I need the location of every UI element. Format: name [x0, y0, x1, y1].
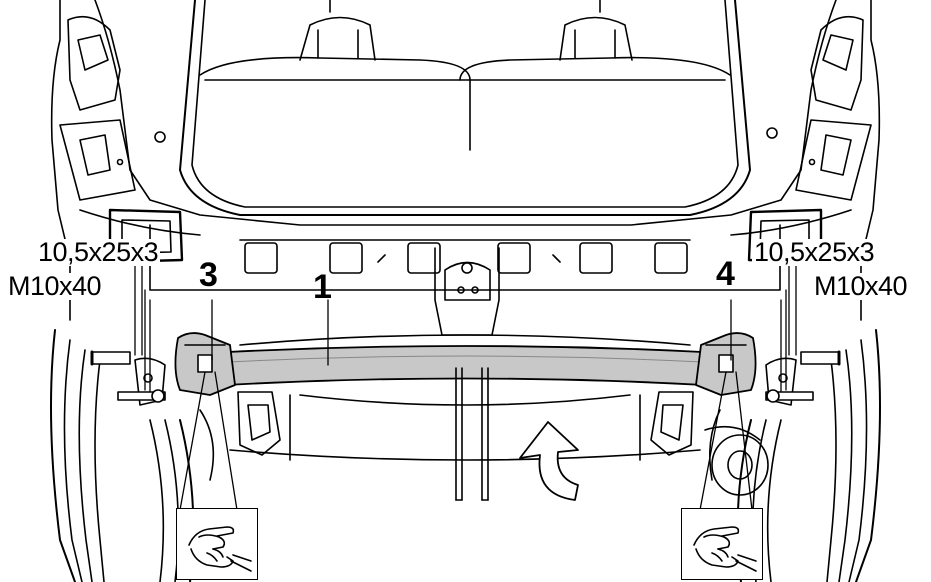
callout-part-3: 3	[199, 256, 218, 294]
leader-lines	[134, 264, 797, 511]
callout-part-4: 4	[716, 255, 735, 293]
rear-panel	[149, 224, 781, 336]
trunk-opening	[179, 0, 751, 216]
hand-tighten-icon	[693, 526, 757, 572]
axle-beam	[225, 345, 705, 386]
left-washer-spec: 10,5x25x3	[36, 237, 161, 267]
right-bracket	[695, 332, 841, 406]
left-bolt-spec: M10x40	[6, 271, 104, 301]
curved-lift-arrow-icon	[519, 421, 579, 501]
right-bolt-spec: M10x40	[812, 271, 910, 301]
callout-part-1: 1	[313, 268, 332, 306]
left-tire	[50, 329, 195, 582]
left-bracket	[90, 332, 236, 406]
side-frames	[108, 208, 823, 264]
left-hand-box	[176, 508, 258, 580]
right-washer-spec: 10,5x25x3	[752, 237, 877, 267]
undercarriage	[199, 334, 769, 496]
hand-tighten-icon	[188, 526, 252, 572]
right-hand-box	[681, 508, 763, 580]
vehicle-body	[50, 0, 881, 321]
jack-support	[455, 367, 489, 501]
